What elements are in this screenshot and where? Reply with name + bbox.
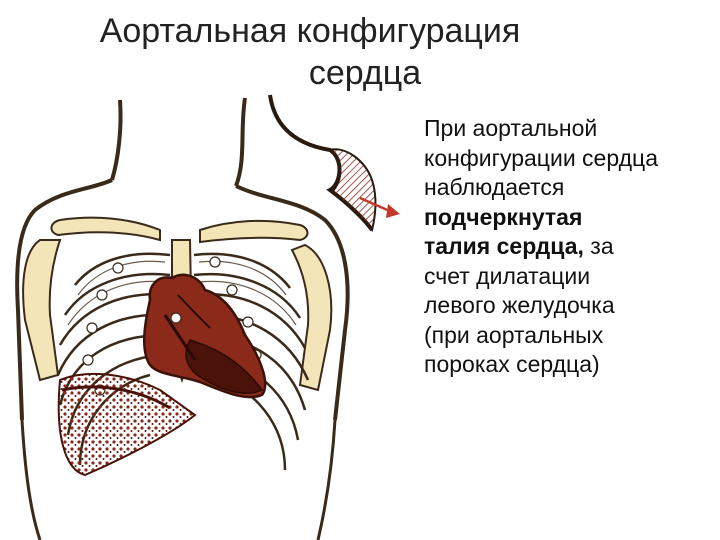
text-fragment: за: [583, 233, 614, 259]
title-line-2: сердца: [308, 54, 422, 92]
text-line: конфигурации сердца: [424, 144, 658, 171]
text-line: наблюдается: [424, 174, 565, 200]
right-humerus: [290, 243, 333, 392]
neck-outline: [110, 97, 247, 187]
text-line-bold: подчеркнутая: [424, 203, 714, 233]
text-line: левого желудочка: [424, 292, 615, 318]
right-clavicle: [199, 219, 309, 244]
left-humerus: [22, 239, 62, 382]
left-ventricle: [185, 339, 264, 394]
left-clavicle: [50, 216, 161, 242]
inset-waist-hatch: [327, 148, 377, 233]
torso-outline-right: [235, 184, 350, 421]
text-line: счет дилатации: [424, 262, 591, 289]
text-line: пороках сердца): [424, 351, 600, 377]
emphasis-waist-1: подчеркнутая: [424, 203, 583, 230]
text-line: При аортальной: [424, 115, 598, 141]
title-line-1: Аортальная конфигурация: [99, 12, 521, 50]
text-line-mixed: талия сердца, за: [424, 232, 714, 262]
text-line: (при аортальных: [424, 321, 604, 348]
arrow-icon: [359, 196, 400, 218]
torso-outline: [15, 178, 113, 421]
slide-title: Аортальная конфигурация сердца: [40, 10, 680, 94]
emphasis-waist-2: талия сердца,: [424, 233, 584, 259]
chest-heart-illustration: [15, 94, 400, 540]
liver-shape: [57, 372, 197, 477]
description-text: При аортальной конфигурации сердца наблю…: [424, 114, 714, 380]
